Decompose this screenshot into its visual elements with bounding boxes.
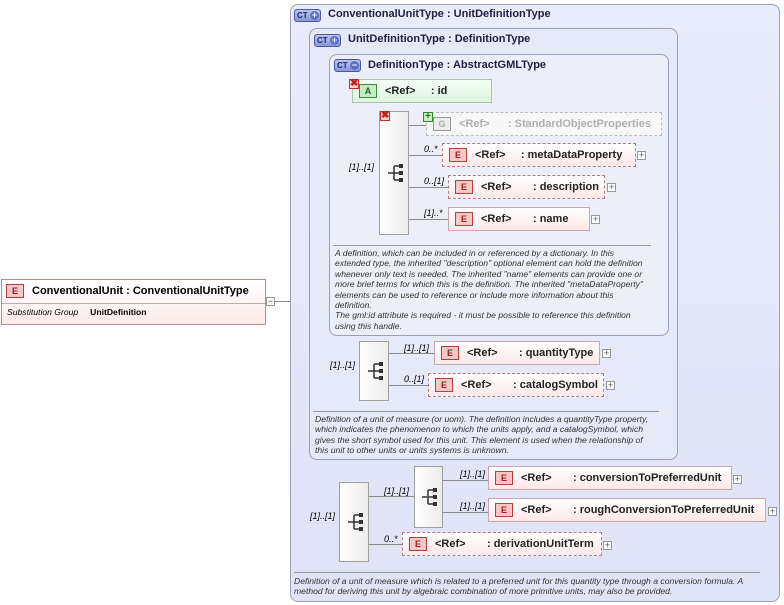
definition-type-documentation: A definition, which can be included in o… — [335, 248, 643, 331]
doc-separator — [313, 411, 659, 412]
connector-line — [408, 125, 426, 126]
expand-icon[interactable]: + — [591, 214, 600, 224]
element-metadata-property[interactable]: E<Ref> : metaDataProperty — [442, 143, 636, 167]
ct-definition-title: DefinitionType : AbstractGMLType — [368, 59, 547, 71]
required-icon: ✖ — [349, 78, 359, 89]
multiplicity-label: 0..* — [424, 144, 438, 154]
connector-line — [368, 496, 414, 497]
element-description[interactable]: E<Ref> : description — [448, 175, 605, 199]
element-badge: E — [455, 180, 473, 195]
element-badge: E — [495, 471, 513, 486]
multiplicity-label: 0..[1] — [424, 176, 445, 186]
doc-separator — [294, 572, 760, 573]
connector-line — [408, 187, 448, 188]
group-badge: G — [433, 117, 451, 132]
element-rough-conversion-to-preferred-unit[interactable]: E<Ref> : roughConversionToPreferredUnit — [488, 498, 766, 522]
conventional-unit-type-documentation: Definition of a unit of measure which is… — [294, 576, 743, 597]
sequence-icon — [368, 362, 383, 380]
attribute-badge: A — [359, 84, 377, 99]
sequence-icon — [348, 513, 363, 531]
substitution-group-row: Substitution Group UnitDefinition — [7, 307, 146, 317]
add-icon: + — [423, 112, 433, 122]
connector-line — [408, 155, 442, 156]
connector-line — [388, 353, 434, 354]
expand-icon[interactable]: + — [603, 540, 612, 550]
root-element-type: : ConventionalUnitType — [126, 285, 249, 297]
collapse-icon[interactable]: − — [266, 296, 275, 306]
multiplicity-label: [1]..[1] — [384, 486, 410, 496]
root-element-header: E ConventionalUnit : ConventionalUnitType — [2, 280, 265, 304]
multiplicity-label: [1]..[1] — [404, 343, 430, 353]
substitution-group-label: Substitution Group — [7, 307, 79, 317]
root-element-conventional-unit[interactable]: E ConventionalUnit : ConventionalUnitType… — [1, 279, 266, 325]
connector-line — [442, 480, 488, 481]
expand-icon: + — [310, 10, 319, 20]
choice-icon — [422, 488, 437, 506]
connector-line — [388, 385, 428, 386]
element-badge: E — [409, 537, 427, 552]
element-badge: E — [495, 503, 513, 518]
element-name[interactable]: E<Ref> : name — [448, 207, 590, 231]
expand-icon[interactable]: + — [606, 380, 615, 390]
expand-icon[interactable]: + — [607, 182, 616, 192]
element-badge: E — [441, 346, 459, 361]
multiplicity-label: 0..* — [384, 534, 398, 544]
ct-conventional-title: ConventionalUnitType : UnitDefinitionTyp… — [328, 8, 551, 20]
element-badge: E — [449, 148, 467, 163]
expand-icon[interactable]: + — [602, 348, 611, 358]
doc-separator — [333, 245, 651, 246]
collapse-icon: − — [350, 60, 359, 70]
attribute-id[interactable]: A<Ref> : id — [352, 79, 492, 103]
multiplicity-label: [1]..* — [424, 208, 443, 218]
complex-type-badge[interactable]: CT+ — [314, 34, 341, 47]
multiplicity-label: 0..[1] — [404, 374, 425, 384]
element-derivation-unit-term[interactable]: E<Ref> : derivationUnitTerm — [402, 532, 602, 556]
required-icon: ✖ — [380, 110, 390, 121]
expand-icon[interactable]: + — [768, 506, 777, 516]
complex-type-badge[interactable]: CT− — [334, 59, 361, 72]
expand-icon[interactable]: + — [637, 150, 646, 160]
connector-line — [408, 219, 448, 220]
element-badge: E — [6, 284, 24, 299]
multiplicity-label: [1]..[1] — [460, 469, 486, 479]
substitution-group-value: UnitDefinition — [90, 307, 147, 317]
connector-line — [368, 544, 402, 545]
sequence-icon — [388, 164, 403, 182]
element-catalog-symbol[interactable]: E<Ref> : catalogSymbol — [428, 373, 604, 397]
expand-icon[interactable]: + — [733, 474, 742, 484]
element-conversion-to-preferred-unit[interactable]: E<Ref> : conversionToPreferredUnit — [488, 466, 732, 490]
element-badge: E — [455, 212, 473, 227]
expand-icon: + — [330, 35, 339, 45]
connector-line — [266, 301, 300, 302]
root-element-name: ConventionalUnit — [32, 285, 124, 297]
connector-line — [442, 512, 488, 513]
multiplicity-label: [1]..[1] — [349, 162, 375, 172]
element-badge: E — [435, 378, 453, 393]
group-standard-object-properties[interactable]: G<Ref> : StandardObjectProperties — [426, 112, 662, 136]
multiplicity-label: [1]..[1] — [460, 501, 486, 511]
element-quantity-type[interactable]: E<Ref> : quantityType — [434, 341, 600, 365]
ct-unitdef-title: UnitDefinitionType : DefinitionType — [348, 33, 531, 45]
unit-definition-type-documentation: Definition of a unit of measure (or uom)… — [315, 414, 649, 456]
multiplicity-label: [1]..[1] — [330, 360, 356, 370]
complex-type-badge[interactable]: CT+ — [294, 9, 321, 22]
multiplicity-label: [1]..[1] — [310, 511, 336, 521]
